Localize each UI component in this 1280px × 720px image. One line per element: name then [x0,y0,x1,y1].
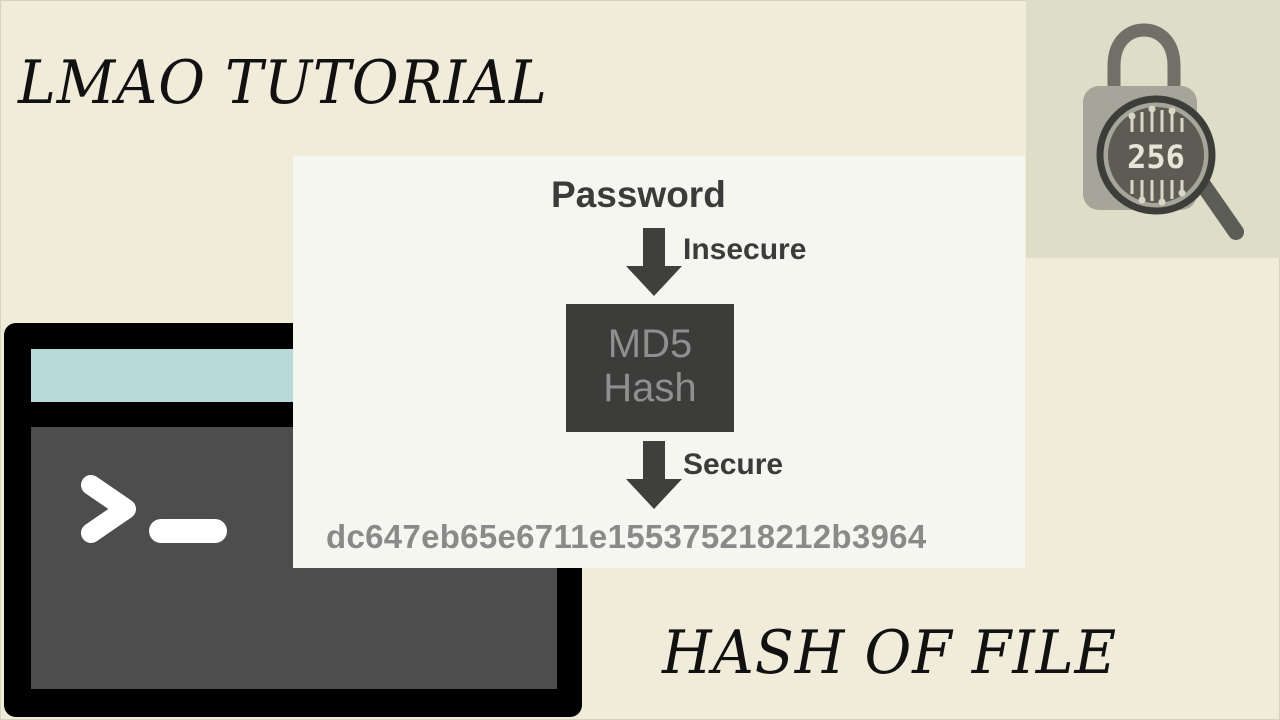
insecure-label: Insecure [683,233,807,266]
lock-number: 256 [1127,138,1185,176]
arrow-down-icon [626,441,682,509]
md5-hash-box: MD5 Hash [566,304,734,432]
circuit-lines-icon [1130,110,1184,201]
prompt-cursor-icon [149,519,227,543]
prompt-chevron-icon [81,475,136,543]
hash-box-line1: MD5 [607,322,693,366]
hash-diagram: Password Insecure MD5 Hash Secure dc647e… [293,156,1025,568]
arrow-down-icon [626,228,682,296]
hash-box-line2: Hash [603,366,697,410]
thumbnail-title-top: LMAO TUTORIAL [18,48,548,118]
circuit-dots-icon [1128,105,1186,206]
password-label: Password [551,174,726,215]
padlock-magnifier-icon: 256 [1083,23,1244,240]
magnifier-handle [1196,178,1244,240]
secure-label: Secure [683,448,784,481]
padlock-shackle [1107,23,1181,98]
lock-panel: 256 [1026,0,1280,258]
thumbnail-title-bottom: HASH OF FILE [662,618,1118,688]
hash-digest: dc647eb65e6711e155375218212b3964 [326,518,927,555]
